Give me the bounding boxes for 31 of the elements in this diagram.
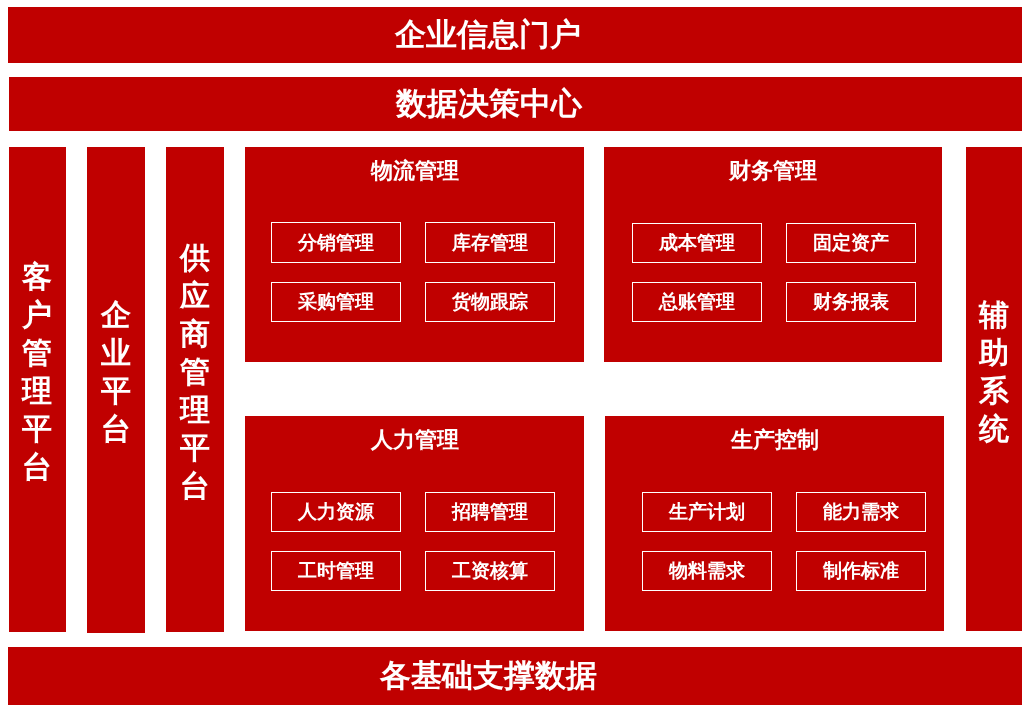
layer-band: 企业信息门户 — [8, 7, 1022, 63]
function-box: 库存管理 — [425, 222, 555, 263]
platform-column: 辅助系统 — [966, 147, 1022, 631]
function-box: 货物跟踪 — [425, 282, 555, 322]
function-box: 采购管理 — [271, 282, 401, 322]
function-box: 能力需求 — [796, 492, 926, 532]
function-box: 成本管理 — [632, 223, 762, 263]
layer-band: 数据决策中心 — [9, 77, 1022, 131]
layer-band: 各基础支撑数据 — [8, 647, 1022, 705]
platform-column: 客户管理平台 — [9, 147, 66, 632]
module-panel — [605, 416, 944, 631]
function-box: 制作标准 — [796, 551, 926, 591]
function-box: 固定资产 — [786, 223, 916, 263]
module-panel — [245, 147, 584, 362]
function-box: 招聘管理 — [425, 492, 555, 532]
function-box: 工时管理 — [271, 551, 401, 591]
module-panel — [245, 416, 584, 631]
panel-title: 人力管理 — [370, 426, 459, 454]
function-box: 工资核算 — [425, 551, 555, 591]
platform-column: 供应商管理平台 — [166, 147, 224, 632]
function-box: 分销管理 — [271, 222, 401, 263]
function-box: 人力资源 — [271, 492, 401, 532]
function-box: 物料需求 — [642, 551, 772, 591]
panel-title: 财务管理 — [729, 157, 817, 185]
panel-title: 生产控制 — [730, 426, 819, 454]
platform-column: 企业平台 — [87, 147, 145, 633]
panel-title: 物流管理 — [370, 157, 459, 185]
function-box: 总账管理 — [632, 282, 762, 322]
function-box: 生产计划 — [642, 492, 772, 532]
function-box: 财务报表 — [786, 282, 916, 322]
module-panel — [604, 147, 942, 362]
